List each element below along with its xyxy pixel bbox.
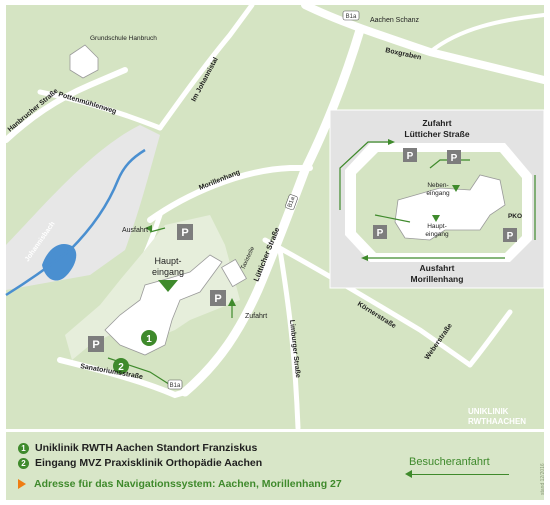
b1a-label-mid: B1a xyxy=(287,196,297,209)
road-limburger xyxy=(277,247,301,430)
quarry-area xyxy=(6,125,160,290)
legend-marker-2: 2 xyxy=(18,457,29,469)
road-morillenhang xyxy=(147,165,313,223)
marker-2-label: 2 xyxy=(118,362,124,373)
road-pottenmuehlenweg xyxy=(37,89,163,131)
legend-item-1: 1 Uniklinik RWTH Aachen Standort Franzis… xyxy=(18,442,257,454)
main-entrance-arrow xyxy=(158,280,178,292)
johannisbach-stream xyxy=(5,148,146,297)
inset-ausfahrt-1: Ausfahrt xyxy=(420,263,455,273)
logo-rwth: RWTHAACHEN xyxy=(468,417,526,426)
parking-signs: P P P xyxy=(88,224,226,352)
label-grundschule: Grundschule Hanbruch xyxy=(90,35,157,42)
marker-1 xyxy=(141,330,157,346)
inset-neben-arrow xyxy=(452,185,460,192)
label-zufahrt: Zufahrt xyxy=(245,313,267,320)
copyright-note: stand 12/2016 xyxy=(540,463,546,495)
legend-marker-1: 1 xyxy=(18,442,29,454)
inset-haupt-2: eingang xyxy=(425,231,449,238)
map-canvas: P P P 1 2 B1a B1a B1a Hanbrucher Straße … xyxy=(3,1,548,430)
school-building xyxy=(69,44,99,79)
inset-parking-3 xyxy=(373,225,387,239)
legend-item-2: 2 Eingang MVZ Praxisklinik Orthopädie Aa… xyxy=(18,457,262,469)
b1a-badge-top xyxy=(342,10,360,21)
inset-parking-4 xyxy=(503,228,517,242)
legend-panel: 1 Uniklinik RWTH Aachen Standort Franzis… xyxy=(6,432,544,500)
legend-nav-text: Adresse für das Navigationssystem: Aache… xyxy=(34,478,342,490)
inset-pko: PKO xyxy=(508,213,522,220)
marker-2 xyxy=(113,358,129,374)
road-weber xyxy=(467,309,513,368)
logo-uniklinik: UNIKLINIK xyxy=(468,407,509,416)
b1a-badge-bottom xyxy=(167,379,183,390)
inset-parking-label-4: P xyxy=(507,231,514,242)
road-network xyxy=(3,1,548,430)
road-sanatorium xyxy=(57,357,188,399)
inset-building xyxy=(394,174,506,241)
inset-parking-label-2: P xyxy=(451,153,458,164)
parking-sign-east xyxy=(210,290,226,306)
road-boxgraben xyxy=(301,1,548,84)
inset-parking-1 xyxy=(403,148,417,162)
legend-text-2: Eingang MVZ Praxisklinik Orthopädie Aach… xyxy=(35,457,263,469)
b1a-label-top: B1a xyxy=(346,14,357,20)
inset-arrow-in xyxy=(388,139,395,145)
label-ausfahrt: Ausfahrt xyxy=(122,227,148,234)
ausfahrt-arrow xyxy=(145,225,152,232)
inset-map: P P P P Zufahrt Lütticher Straße Ausfahr… xyxy=(329,109,545,289)
label-aachen-schanz: Aachen Schanz xyxy=(370,17,420,24)
zufahrt-arrow xyxy=(228,298,236,306)
parking-label-south: P xyxy=(92,339,99,351)
label-haupteingang-1: Haupt- xyxy=(154,256,181,266)
besucheranfahrt-line xyxy=(409,474,509,475)
inset-haupt-1: Haupt- xyxy=(427,223,447,230)
inset-zufahrt-1: Zufahrt xyxy=(422,118,451,128)
inset-routes xyxy=(339,141,536,259)
parking-sign-north xyxy=(177,224,193,240)
b1a-badge-mid xyxy=(285,194,298,211)
parking-sign-south xyxy=(88,336,104,352)
inset-parking-label-3: P xyxy=(377,228,384,239)
road-aachen-schanz xyxy=(428,13,546,54)
inset-neben-2: eingang xyxy=(426,190,450,197)
nav-arrow-icon xyxy=(18,479,26,489)
inset-arrow-out xyxy=(361,255,368,261)
inset-zufahrt-2: Lütticher Straße xyxy=(404,129,469,139)
inset-parking-2 xyxy=(447,150,461,164)
besucheranfahrt-arrow-icon xyxy=(405,470,412,478)
road-hanbrucher xyxy=(3,67,128,143)
legend-nav: Adresse für das Navigationssystem: Aache… xyxy=(18,478,342,490)
taxi-stand-building xyxy=(221,258,247,288)
parking-label-east: P xyxy=(214,293,221,305)
b1a-label-bottom: B1a xyxy=(170,383,181,389)
label-haupteingang-2: eingang xyxy=(152,267,184,277)
inset-parking-label-1: P xyxy=(407,151,414,162)
inset-ausfahrt-2: Morillenhang xyxy=(411,274,464,284)
b1a-badges: B1a B1a B1a xyxy=(167,10,360,390)
besucheranfahrt-label: Besucheranfahrt xyxy=(409,456,490,468)
legend-text-1: Uniklinik RWTH Aachen Standort Franzisku… xyxy=(35,442,258,454)
marker-1-label: 1 xyxy=(146,334,152,345)
inset-haupt-arrow xyxy=(432,215,440,222)
inset-neben-1: Neben- xyxy=(427,182,448,189)
road-johannistal xyxy=(157,2,255,131)
road-luetticher xyxy=(180,25,365,397)
parking-label-north: P xyxy=(181,227,188,239)
